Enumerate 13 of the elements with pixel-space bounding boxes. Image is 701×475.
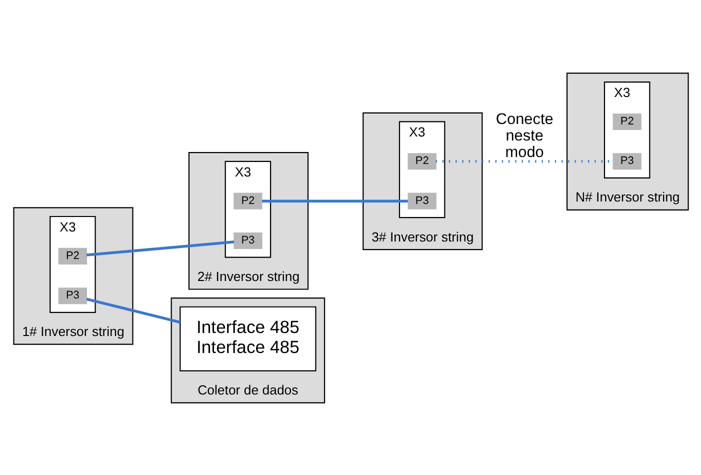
node-box: P2 [612,112,641,130]
node-box: P2 [233,192,262,209]
connector [261,199,408,202]
node-box: P2 [58,247,87,264]
node-box: P2 [407,152,436,170]
node-box: P3 [58,287,87,304]
connector [86,240,234,256]
node-box: Interface 485 Interface 485 [179,306,316,371]
node-box: P3 [407,192,436,209]
connector [86,297,180,324]
node-box: P3 [612,152,641,170]
edge-label: Conecte neste modo [495,110,553,161]
node-box: P3 [233,232,262,249]
